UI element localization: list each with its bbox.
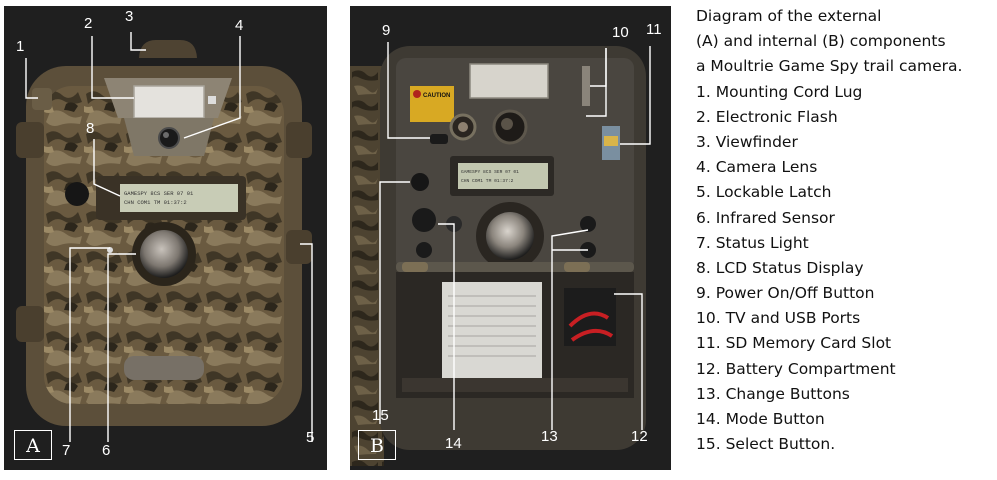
legend-item: 14. Mode Button bbox=[696, 410, 825, 428]
viewfinder-housing bbox=[139, 40, 197, 58]
legend-item: 9. Power On/Off Button bbox=[696, 284, 875, 303]
panel-a-external-view: GAMESPY 8CS SER 07 01 CHN COM1 TM 01:37:… bbox=[4, 6, 327, 470]
mode-button bbox=[412, 208, 436, 232]
latch-a bbox=[286, 230, 312, 264]
camera-lens-b bbox=[486, 212, 534, 260]
panel-b-label: B bbox=[358, 430, 396, 460]
callout-4: 4 bbox=[235, 17, 244, 34]
callout-13: 13 bbox=[541, 428, 558, 445]
callout-1: 1 bbox=[16, 38, 25, 55]
instruction-sheet bbox=[442, 282, 542, 378]
callout-3: 3 bbox=[125, 8, 134, 25]
svg-text:CHN COM1 TM 01:37:2: CHN COM1 TM 01:37:2 bbox=[124, 199, 187, 206]
legend-item: 7. Status Light bbox=[696, 233, 809, 252]
callout-lines-b bbox=[379, 42, 651, 430]
callout-11: 11 bbox=[646, 21, 662, 38]
legend-item: 12. Battery Compartment bbox=[696, 359, 896, 378]
legend-item: 11. SD Memory Card Slot bbox=[696, 334, 892, 353]
lcd-display-b bbox=[458, 163, 548, 189]
svg-text:CHN COM1 TM 01:37:2: CHN COM1 TM 01:37:2 bbox=[461, 178, 514, 184]
legend-item: 6. Infrared Sensor bbox=[696, 208, 835, 227]
legend-item: 15. Select Button. bbox=[696, 435, 836, 454]
legend-intro-line: a Moultrie Game Spy trail camera. bbox=[696, 57, 963, 76]
legend-item: 8. LCD Status Display bbox=[696, 258, 864, 277]
electronic-flash bbox=[134, 86, 204, 118]
callout-15: 15 bbox=[372, 407, 389, 424]
legend-item: 3. Viewfinder bbox=[696, 132, 798, 151]
panel-b-internal-view: CAUTION GAMESPY 8CS SER 07 01 CHN COM1 T… bbox=[350, 6, 671, 470]
callout-lines-a bbox=[25, 32, 313, 442]
legend-item: 10. TV and USB Ports bbox=[696, 309, 861, 328]
camera-interior-illustration: CAUTION GAMESPY 8CS SER 07 01 CHN COM1 T… bbox=[350, 42, 651, 466]
callout-14: 14 bbox=[445, 435, 462, 452]
camera-lens-a bbox=[158, 127, 180, 149]
legend-intro-line: Diagram of the external bbox=[696, 7, 882, 25]
svg-text:GAMESPY 8CS SER 07 01: GAMESPY 8CS SER 07 01 bbox=[124, 190, 194, 197]
legend-item: 1. Mounting Cord Lug bbox=[696, 82, 863, 101]
change-button-up bbox=[580, 216, 596, 232]
infrared-sensor bbox=[140, 230, 188, 278]
svg-text:GAMESPY 8CS SER 07 01: GAMESPY 8CS SER 07 01 bbox=[461, 169, 519, 175]
callout-6: 6 bbox=[102, 442, 111, 459]
legend: Diagram of the external (A) and internal… bbox=[696, 4, 994, 457]
legend-item: 2. Electronic Flash bbox=[696, 107, 838, 126]
callout-10: 10 bbox=[612, 24, 629, 41]
callout-7: 7 bbox=[62, 442, 71, 459]
callout-2: 2 bbox=[84, 15, 93, 32]
select-button bbox=[411, 173, 429, 191]
power-switch bbox=[430, 134, 448, 144]
callout-8: 8 bbox=[86, 120, 95, 137]
callout-12: 12 bbox=[631, 428, 648, 445]
callout-5: 5 bbox=[306, 429, 315, 446]
camera-exterior-illustration: GAMESPY 8CS SER 07 01 CHN COM1 TM 01:37:… bbox=[16, 32, 313, 442]
legend-item: 4. Camera Lens bbox=[696, 158, 818, 177]
legend-item: 13. Change Buttons bbox=[696, 384, 850, 403]
mounting-lug bbox=[32, 88, 52, 110]
svg-text:CAUTION: CAUTION bbox=[423, 93, 450, 99]
legend-intro-line: (A) and internal (B) components bbox=[696, 32, 946, 51]
legend-item: 5. Lockable Latch bbox=[696, 183, 832, 202]
callout-9: 9 bbox=[382, 22, 391, 39]
lcd-display-a bbox=[120, 184, 238, 212]
panel-a-label: A bbox=[14, 430, 52, 460]
